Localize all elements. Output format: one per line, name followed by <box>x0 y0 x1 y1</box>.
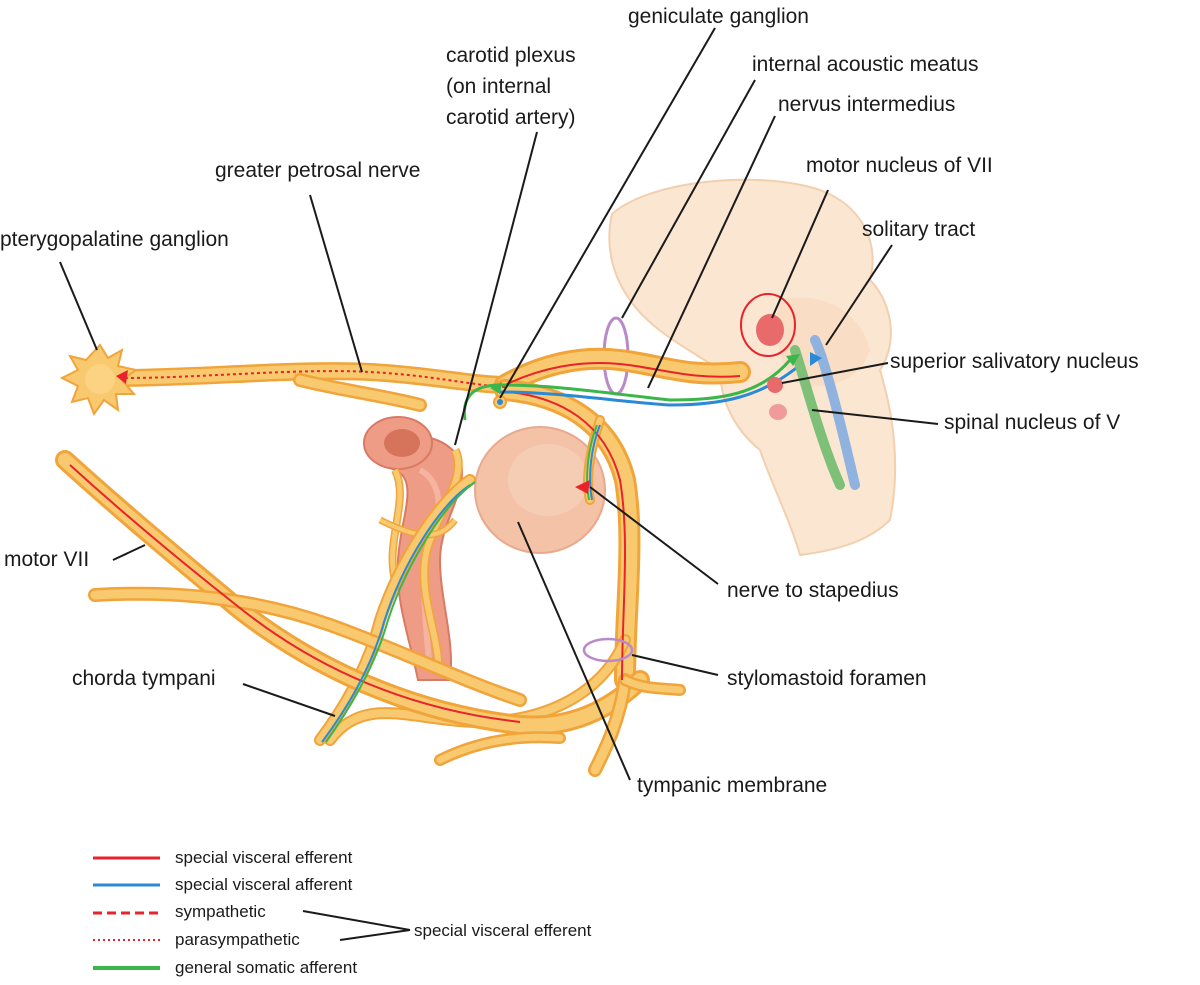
pterygopalatine-ganglion-star <box>59 343 139 417</box>
leader-lines <box>59 27 939 781</box>
label-nerve-to-stapedius: nerve to stapedius <box>727 579 899 602</box>
motor-nucleus-outline <box>740 293 796 357</box>
legend-item-general-somatic-afferent: general somatic afferent <box>175 958 358 977</box>
label-solitary-tract: solitary tract <box>862 218 976 241</box>
label-superior-salivatory-nucleus: superior salivatory nucleus <box>890 350 1139 373</box>
stylomastoid-foramen-ring <box>582 637 634 663</box>
tympanic-membrane-disc <box>474 426 606 554</box>
superior-salivatory-nucleus-dot <box>767 377 783 393</box>
spinal-nucleus-band <box>790 345 845 490</box>
label-motor-vii: motor VII <box>4 548 90 571</box>
legend-item-special-visceral-afferent: special visceral afferent <box>175 875 353 894</box>
label-motor-nucleus-vii: motor nucleus of VII <box>806 154 993 177</box>
label-spinal-nucleus-v: spinal nucleus of V <box>944 411 1121 434</box>
motor-nucleus-core <box>756 314 784 346</box>
legend-group-label: special visceral efferent <box>414 921 592 940</box>
label-internal-acoustic-meatus: internal acoustic meatus <box>752 53 979 76</box>
legend-swatches <box>93 856 411 970</box>
pons-shape <box>608 178 897 557</box>
nuclei <box>740 293 860 490</box>
arrowheads <box>490 352 822 494</box>
legend-item-sympathetic: sympathetic <box>175 902 266 921</box>
label-stylomastoid-foramen: stylomastoid foramen <box>727 667 927 690</box>
fiber-lines <box>69 359 801 743</box>
label-pterygopalatine-ganglion: pterygopalatine ganglion <box>0 228 229 251</box>
label-greater-petrosal-nerve: greater petrosal nerve <box>215 159 421 182</box>
label-nervus-intermedius: nervus intermedius <box>778 93 956 116</box>
legend-item-parasympathetic: parasympathetic <box>175 930 300 949</box>
nucleus-dot-lower <box>769 404 787 420</box>
legend-bracket-lower <box>339 929 411 941</box>
label-chorda-tympani: chorda tympani <box>72 667 216 690</box>
legend-bracket-upper <box>302 910 411 931</box>
solitary-tract-band <box>810 335 860 490</box>
label-carotid-plexus: carotid plexus (on internal carotid arte… <box>446 44 576 129</box>
label-tympanic-membrane: tympanic membrane <box>637 774 828 797</box>
geniculate-ganglion-marker <box>493 395 507 409</box>
legend-item-special-visceral-efferent: special visceral efferent <box>175 848 353 867</box>
label-geniculate-ganglion: geniculate ganglion <box>628 5 809 28</box>
